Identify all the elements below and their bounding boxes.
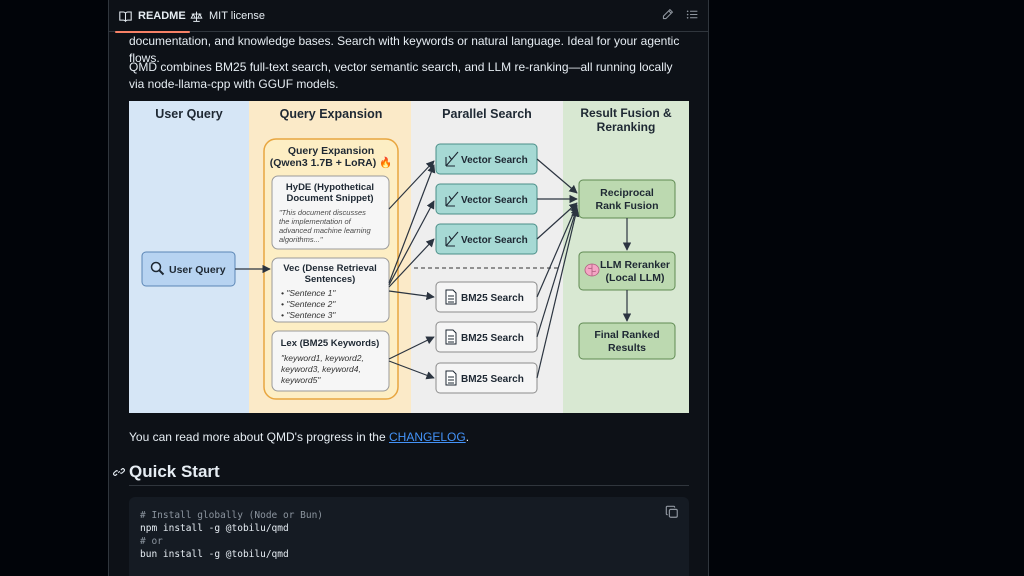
changelog-text-before: You can read more about QMD's progress i… [129,430,389,444]
heading-divider [129,485,689,486]
changelog-text-after: . [465,430,470,444]
arrow-hyde-to-vector-1 [388,160,435,210]
bm25-search-box-1: BM25 Search [435,281,538,313]
tab-readme-label: README [138,10,186,22]
readme-tools [661,8,699,21]
brain-icon [584,263,600,277]
vector-search-box-2: Vector Search [435,183,538,215]
vector-search-box-3: Vector Search [435,223,538,255]
vector-search-label-2: Vector Search [461,195,528,206]
hyde-body-1: "This document discusses [279,208,366,217]
hyde-title-2: Document Snippet) [286,193,373,204]
code-line: npm install -g @tobilu/qmd [140,523,289,534]
arrow-vec-to-vector-2 [388,200,435,286]
lex-body-2: keyword3, keyword4, [281,364,361,374]
final-results-box [578,322,676,360]
vec-item-2: • "Sentence 2" [281,299,336,309]
hyde-body-3: advanced machine learning [279,226,372,235]
readme-tab-bar: README MIT license [109,0,708,33]
bm25-search-box-2: BM25 Search [435,321,538,353]
vector-icon [445,151,459,167]
bm25-search-label-2: BM25 Search [461,333,524,344]
arrow-lex-to-bm25-3 [388,360,435,380]
reranker-label-2: (Local LLM) [606,272,665,284]
vector-search-label-3: Vector Search [461,235,528,246]
vec-item-1: • "Sentence 1" [281,288,336,298]
code-line: # or [140,536,163,547]
hyde-body-4: algorithms..." [279,235,323,244]
qe-title-2: (Qwen3 1.7B + LoRA) 🔥 [270,156,392,169]
vec-title-1: Vec (Dense Retrieval [283,263,376,274]
header-result-fusion-2: Reranking [597,120,656,134]
intro-paragraph-end: documentation, and knowledge bases. Sear… [129,34,680,65]
lex-body-3: keyword5" [281,375,321,385]
bm25-search-box-3: BM25 Search [435,362,538,394]
law-icon [190,11,203,22]
vec-box [271,257,390,323]
bm25-search-label-3: BM25 Search [461,374,524,385]
tab-license[interactable]: MIT license [190,0,265,32]
book-icon [119,11,132,22]
rrf-label-1: Reciprocal [600,187,654,199]
quick-start-title: Quick Start [129,462,220,481]
arrow-vec-to-vector-3 [388,238,435,288]
rrf-label-2: Rank Fusion [595,200,658,212]
arrow-bm25-1-to-rrf [536,204,578,298]
copy-icon[interactable] [665,505,679,519]
arrow-vec-to-bm25-1 [388,290,435,301]
final-label-1: Final Ranked [594,329,659,341]
final-label-2: Results [608,342,646,354]
hyde-title-1: HyDE (Hypothetical [286,182,374,193]
arrow-bm25-3-to-rrf [536,208,580,379]
readme-panel: README MIT license documentation, and kn… [108,0,709,576]
qe-title-1: Query Expansion [288,145,374,157]
header-user-query: User Query [155,107,222,121]
code-line: # Install globally (Node or Bun) [140,510,324,521]
list-icon[interactable] [686,8,699,21]
intro-paragraph-qmd: QMD combines BM25 full-text search, vect… [129,60,673,91]
architecture-diagram-svg: User Query Query Expansion Parallel Sear… [129,101,689,413]
vector-icon [445,191,459,207]
arrow-bm25-2-to-rrf [536,206,579,338]
code-lines: # Install globally (Node or Bun) npm inst… [140,509,678,561]
vector-search-label-1: Vector Search [461,155,528,166]
changelog-paragraph: You can read more about QMD's progress i… [129,429,469,446]
header-parallel-search: Parallel Search [442,107,532,121]
hyde-body-2: the implementation of [279,217,352,226]
lex-title: Lex (BM25 Keywords) [281,338,380,349]
vector-search-box-1: Vector Search [435,143,538,175]
rrf-box [578,179,676,219]
document-icon [445,289,457,305]
document-icon [445,370,457,386]
changelog-link[interactable]: CHANGELOG [389,430,466,444]
user-query-box-label: User Query [169,264,226,276]
install-code-block: # Install globally (Node or Bun) npm inst… [129,497,689,576]
architecture-diagram: User Query Query Expansion Parallel Sear… [129,101,689,413]
search-icon [150,261,165,276]
hyde-box [271,175,390,250]
tab-readme[interactable]: README [115,0,190,33]
vector-icon [445,231,459,247]
document-icon [445,329,457,345]
pencil-icon[interactable] [661,8,674,21]
tab-license-label: MIT license [209,10,266,22]
vec-item-3: • "Sentence 3" [281,310,336,320]
code-line: bun install -g @tobilu/qmd [140,549,289,560]
arrow-lex-to-bm25-2 [388,336,435,360]
lex-body-1: "keyword1, keyword2, [281,353,364,363]
arrow-vec-to-vector-1 [388,164,436,284]
arrow-vector-1-to-rrf [536,158,578,194]
bm25-search-label-1: BM25 Search [461,293,524,304]
vec-title-2: Sentences) [305,274,356,285]
quick-start-heading: Quick Start [111,460,691,488]
header-result-fusion-1: Result Fusion & [580,106,672,120]
reranker-label-1: LLM Reranker [600,259,670,271]
anchor-link-icon[interactable] [113,466,125,478]
header-query-expansion: Query Expansion [280,107,383,121]
